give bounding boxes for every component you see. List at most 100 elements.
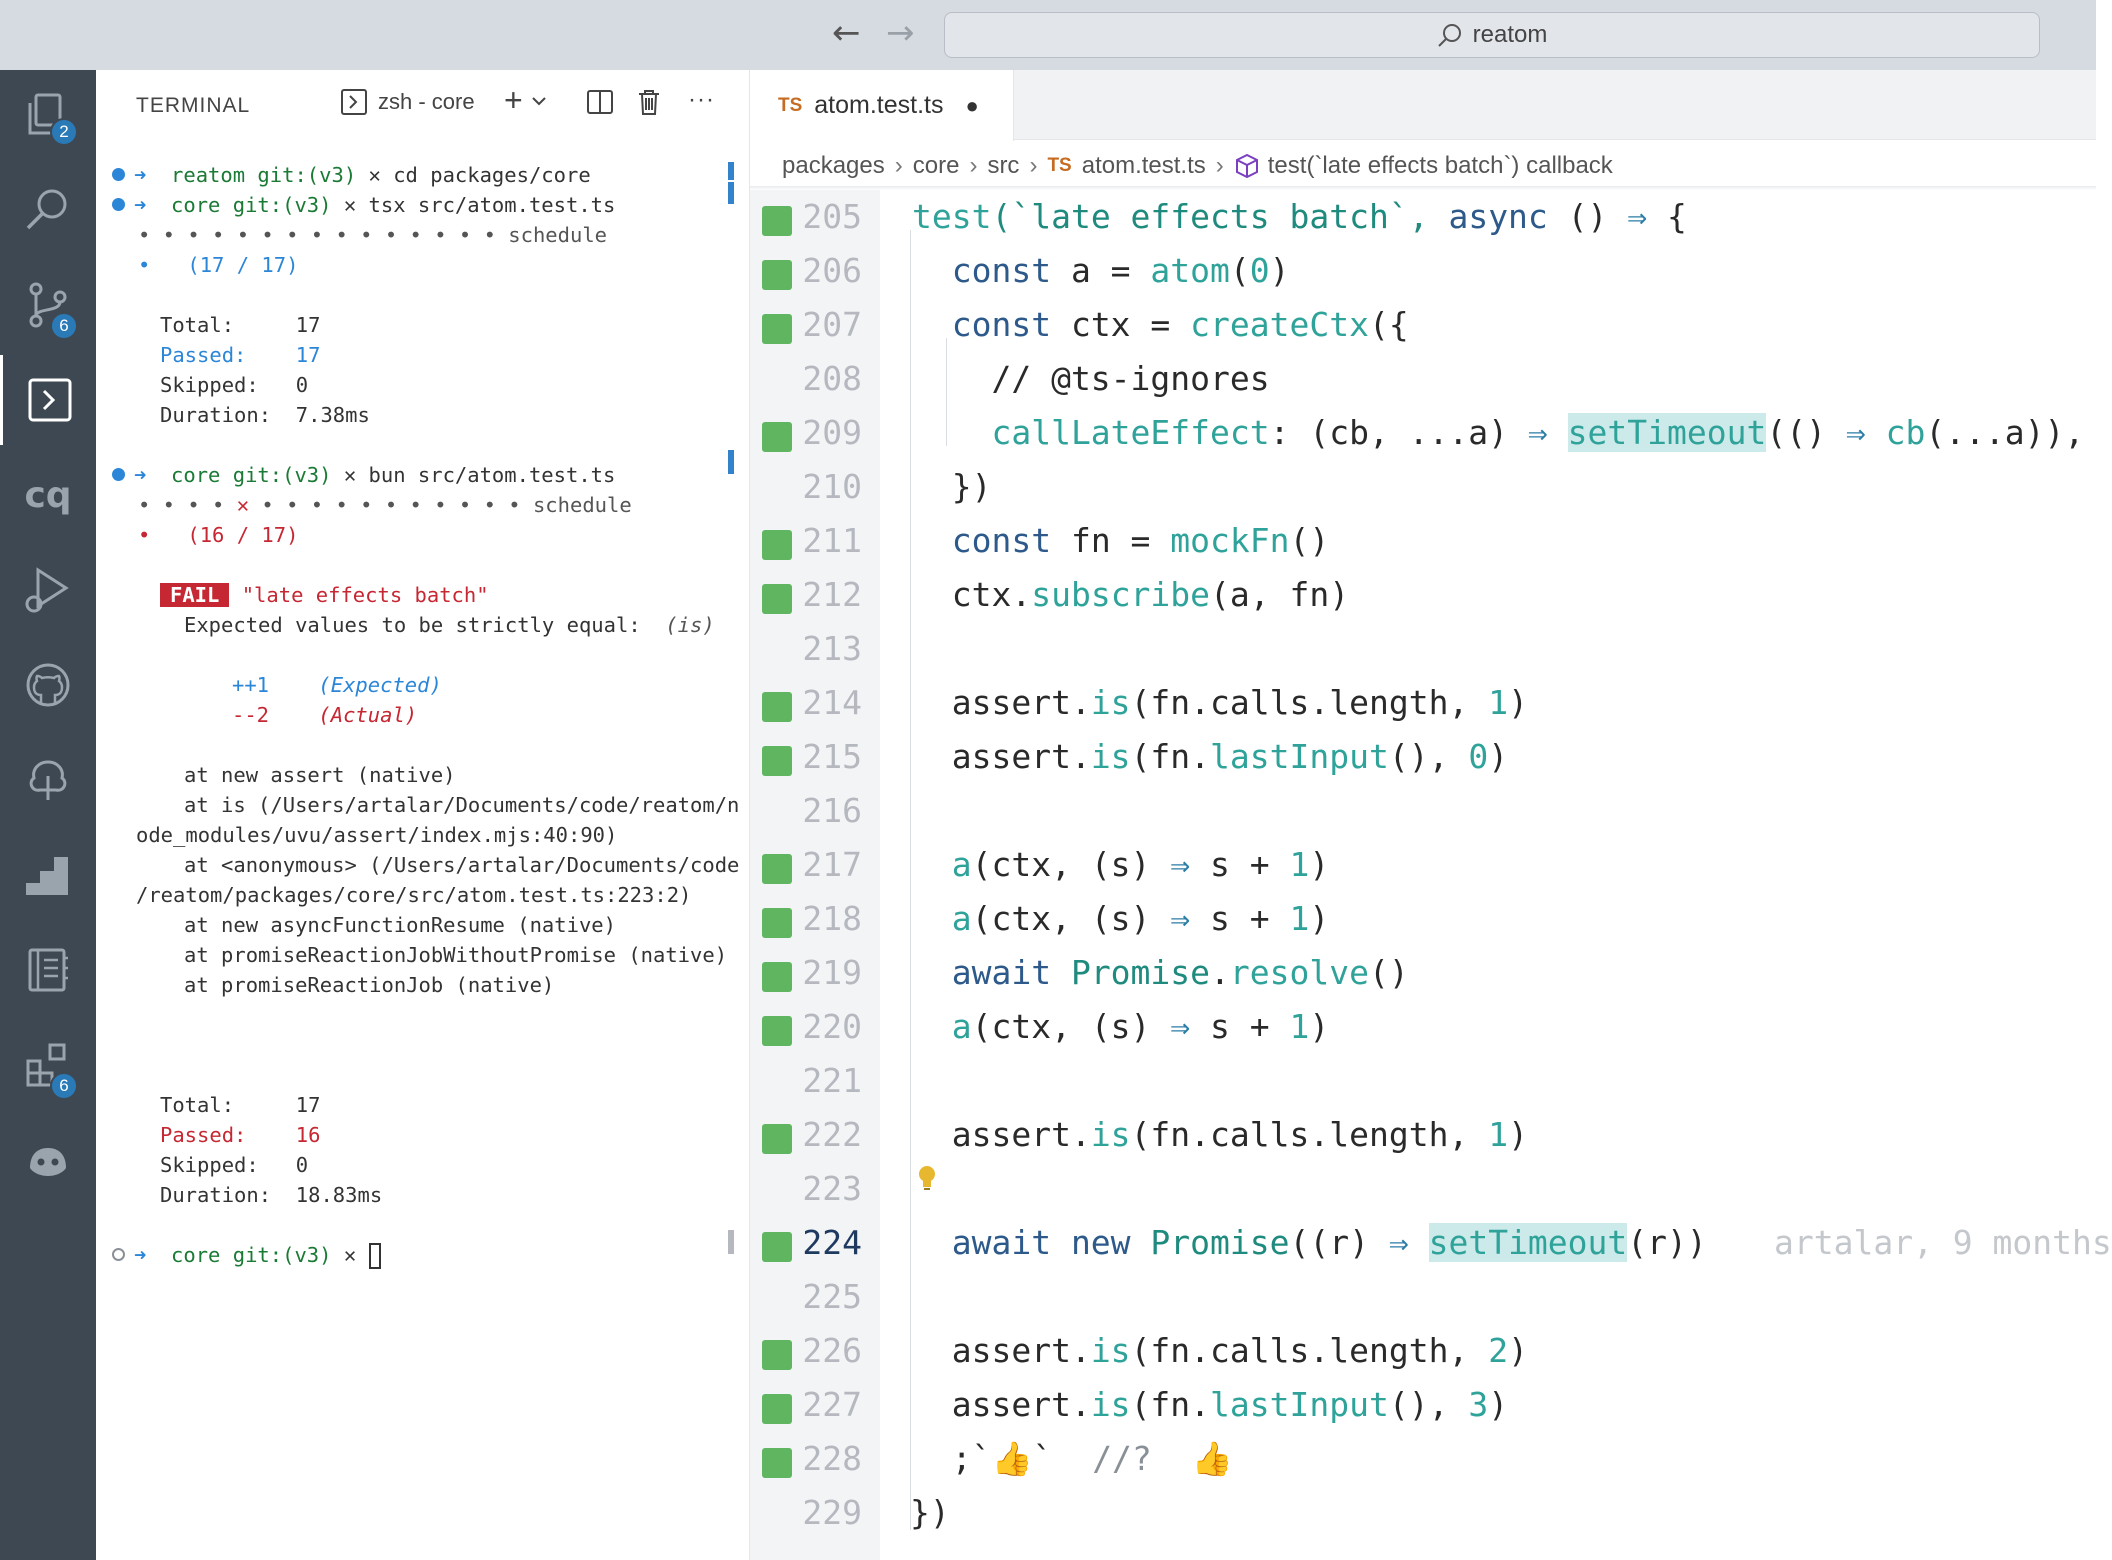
terminal-line: ++1 (Expected) xyxy=(232,673,442,697)
terminal-line: • (17 / 17) xyxy=(138,253,299,277)
more-actions-button[interactable]: ··· xyxy=(688,86,715,114)
breadcrumb-packages[interactable]: packages xyxy=(782,152,885,179)
command-center-search[interactable]: reatom xyxy=(944,12,2040,58)
editor-area: TS atom.test.ts ● packages › core › src … xyxy=(750,70,2112,1560)
terminal-icon xyxy=(28,378,71,422)
tree-icon xyxy=(29,760,67,800)
activity-extensions[interactable]: 6 xyxy=(0,1020,96,1110)
code-line: 213 xyxy=(802,629,862,668)
coverage-marker xyxy=(762,854,792,884)
unsaved-dot-icon[interactable]: ● xyxy=(965,92,979,118)
code-line: 228 ;`👍` //? 👍 xyxy=(750,1432,2096,1486)
notebook-icon xyxy=(28,948,68,992)
search-icon xyxy=(1437,24,1461,47)
coverage-marker xyxy=(762,1124,792,1154)
chevron-right-icon: › xyxy=(1215,152,1224,179)
coverage-marker xyxy=(762,206,792,236)
indent-guide xyxy=(946,338,947,446)
code-line: 215 assert.is(fn.lastInput(), 0) xyxy=(750,730,2096,784)
terminal-line: • • • • • • • • • • • • • • • schedule xyxy=(138,223,607,247)
code-line: 210 }) xyxy=(802,467,992,506)
terminal-line: at promiseReactionJobWithoutPromise (nat… xyxy=(184,943,728,967)
coverage-marker xyxy=(762,314,792,344)
plus-icon: + xyxy=(504,82,523,118)
activity-cq[interactable]: cq xyxy=(0,450,96,540)
terminal-shell-selector[interactable]: zsh - core xyxy=(340,88,475,116)
code-line: 211 const fn = mockFn() xyxy=(750,514,2096,568)
activity-source-control[interactable]: 6 xyxy=(0,260,96,350)
activity-search[interactable] xyxy=(0,165,96,255)
more-icon: ··· xyxy=(688,86,715,113)
coverage-marker xyxy=(762,584,792,614)
split-icon xyxy=(587,90,613,114)
breadcrumb: packages › core › src › TS atom.test.ts … xyxy=(782,146,1613,186)
extensions-icon xyxy=(26,1043,66,1087)
terminal-line: ode_modules/uvu/assert/index.mjs:40:90) xyxy=(136,823,618,847)
activity-explorer[interactable]: 2 xyxy=(0,70,96,160)
terminal-line: Duration: 18.83ms xyxy=(160,1183,383,1207)
terminal-line: at promiseReactionJob (native) xyxy=(184,973,555,997)
scroll-marker xyxy=(728,1230,734,1254)
title-bar: ← → reatom xyxy=(0,0,2096,70)
terminal-title: TERMINAL xyxy=(136,94,251,117)
chevron-right-icon: › xyxy=(894,152,903,179)
split-terminal-button[interactable] xyxy=(586,88,614,116)
terminal-line: Passed: 16 xyxy=(160,1123,321,1147)
terminal-line: Skipped: 0 xyxy=(160,373,309,397)
coverage-marker xyxy=(762,1232,792,1262)
new-terminal-button[interactable]: + xyxy=(504,82,549,119)
terminal-icon xyxy=(341,89,367,115)
code-line-current: 224 await new Promise((r) ⇒ setTimeout(r… xyxy=(750,1216,2112,1270)
code-line: 226 assert.is(fn.calls.length, 2) xyxy=(750,1324,2096,1378)
terminal-line: Total: 17 xyxy=(160,1093,321,1117)
files-icon xyxy=(28,93,62,135)
terminal-line: ➜ reatom git:(v3) ✕ cd packages/core xyxy=(134,163,591,187)
tab-label: atom.test.ts xyxy=(814,91,944,119)
command-status-dot xyxy=(112,198,125,211)
terminal-header: TERMINAL zsh - core + ··· xyxy=(96,70,750,140)
breadcrumb-src[interactable]: src xyxy=(987,152,1020,179)
terminal-line: Total: 17 xyxy=(160,313,321,337)
coverage-marker xyxy=(762,422,792,452)
activity-tree[interactable] xyxy=(0,735,96,825)
kill-terminal-button[interactable] xyxy=(636,88,662,116)
git-blame-annotation: artalar, 9 months xyxy=(1774,1223,2112,1262)
stairs-icon xyxy=(26,857,68,895)
activity-copilot[interactable] xyxy=(0,1115,96,1205)
code-line: 216 xyxy=(802,791,862,830)
code-line: 223 xyxy=(750,1162,2096,1216)
trash-icon xyxy=(639,90,659,115)
terminal-prompt-line[interactable]: ➜ core git:(v3) ✕ xyxy=(134,1240,381,1270)
terminal-line: Passed: 17 xyxy=(160,343,321,367)
search-icon xyxy=(26,189,67,230)
activity-notebook[interactable] xyxy=(0,925,96,1015)
coverage-marker xyxy=(762,1448,792,1478)
github-icon xyxy=(26,663,70,707)
coverage-marker xyxy=(762,692,792,722)
code-line: 227 assert.is(fn.lastInput(), 3) xyxy=(750,1378,2096,1432)
activity-github[interactable] xyxy=(0,640,96,730)
breadcrumb-symbol[interactable]: test(`late effects batch`) callback xyxy=(1267,152,1613,179)
terminal-panel: TERMINAL zsh - core + ··· ➜ reatom git:(… xyxy=(96,70,750,1560)
back-arrow-icon[interactable]: ← xyxy=(832,13,861,53)
command-status-dot xyxy=(112,1248,125,1261)
code-line: 221 xyxy=(802,1061,862,1100)
code-line: 229}) xyxy=(802,1493,950,1532)
thumbs-up-icon: 👍 xyxy=(1191,1439,1233,1478)
activity-stairs[interactable] xyxy=(0,830,96,920)
tab-atom-test-ts[interactable]: TS atom.test.ts ● xyxy=(750,70,1014,141)
breadcrumb-file[interactable]: atom.test.ts xyxy=(1081,152,1206,179)
coverage-marker xyxy=(762,1016,792,1046)
terminal-line: --2 (Actual) xyxy=(232,703,418,727)
breadcrumb-core[interactable]: core xyxy=(912,152,960,179)
coverage-marker xyxy=(762,908,792,938)
activity-terminal[interactable] xyxy=(0,355,96,445)
activity-run-debug[interactable] xyxy=(0,545,96,635)
coverage-marker xyxy=(762,746,792,776)
chevron-down-icon xyxy=(531,96,546,105)
indent-guide xyxy=(910,230,911,1530)
lightbulb-icon[interactable] xyxy=(916,1164,938,1192)
forward-arrow-icon[interactable]: → xyxy=(886,13,915,53)
